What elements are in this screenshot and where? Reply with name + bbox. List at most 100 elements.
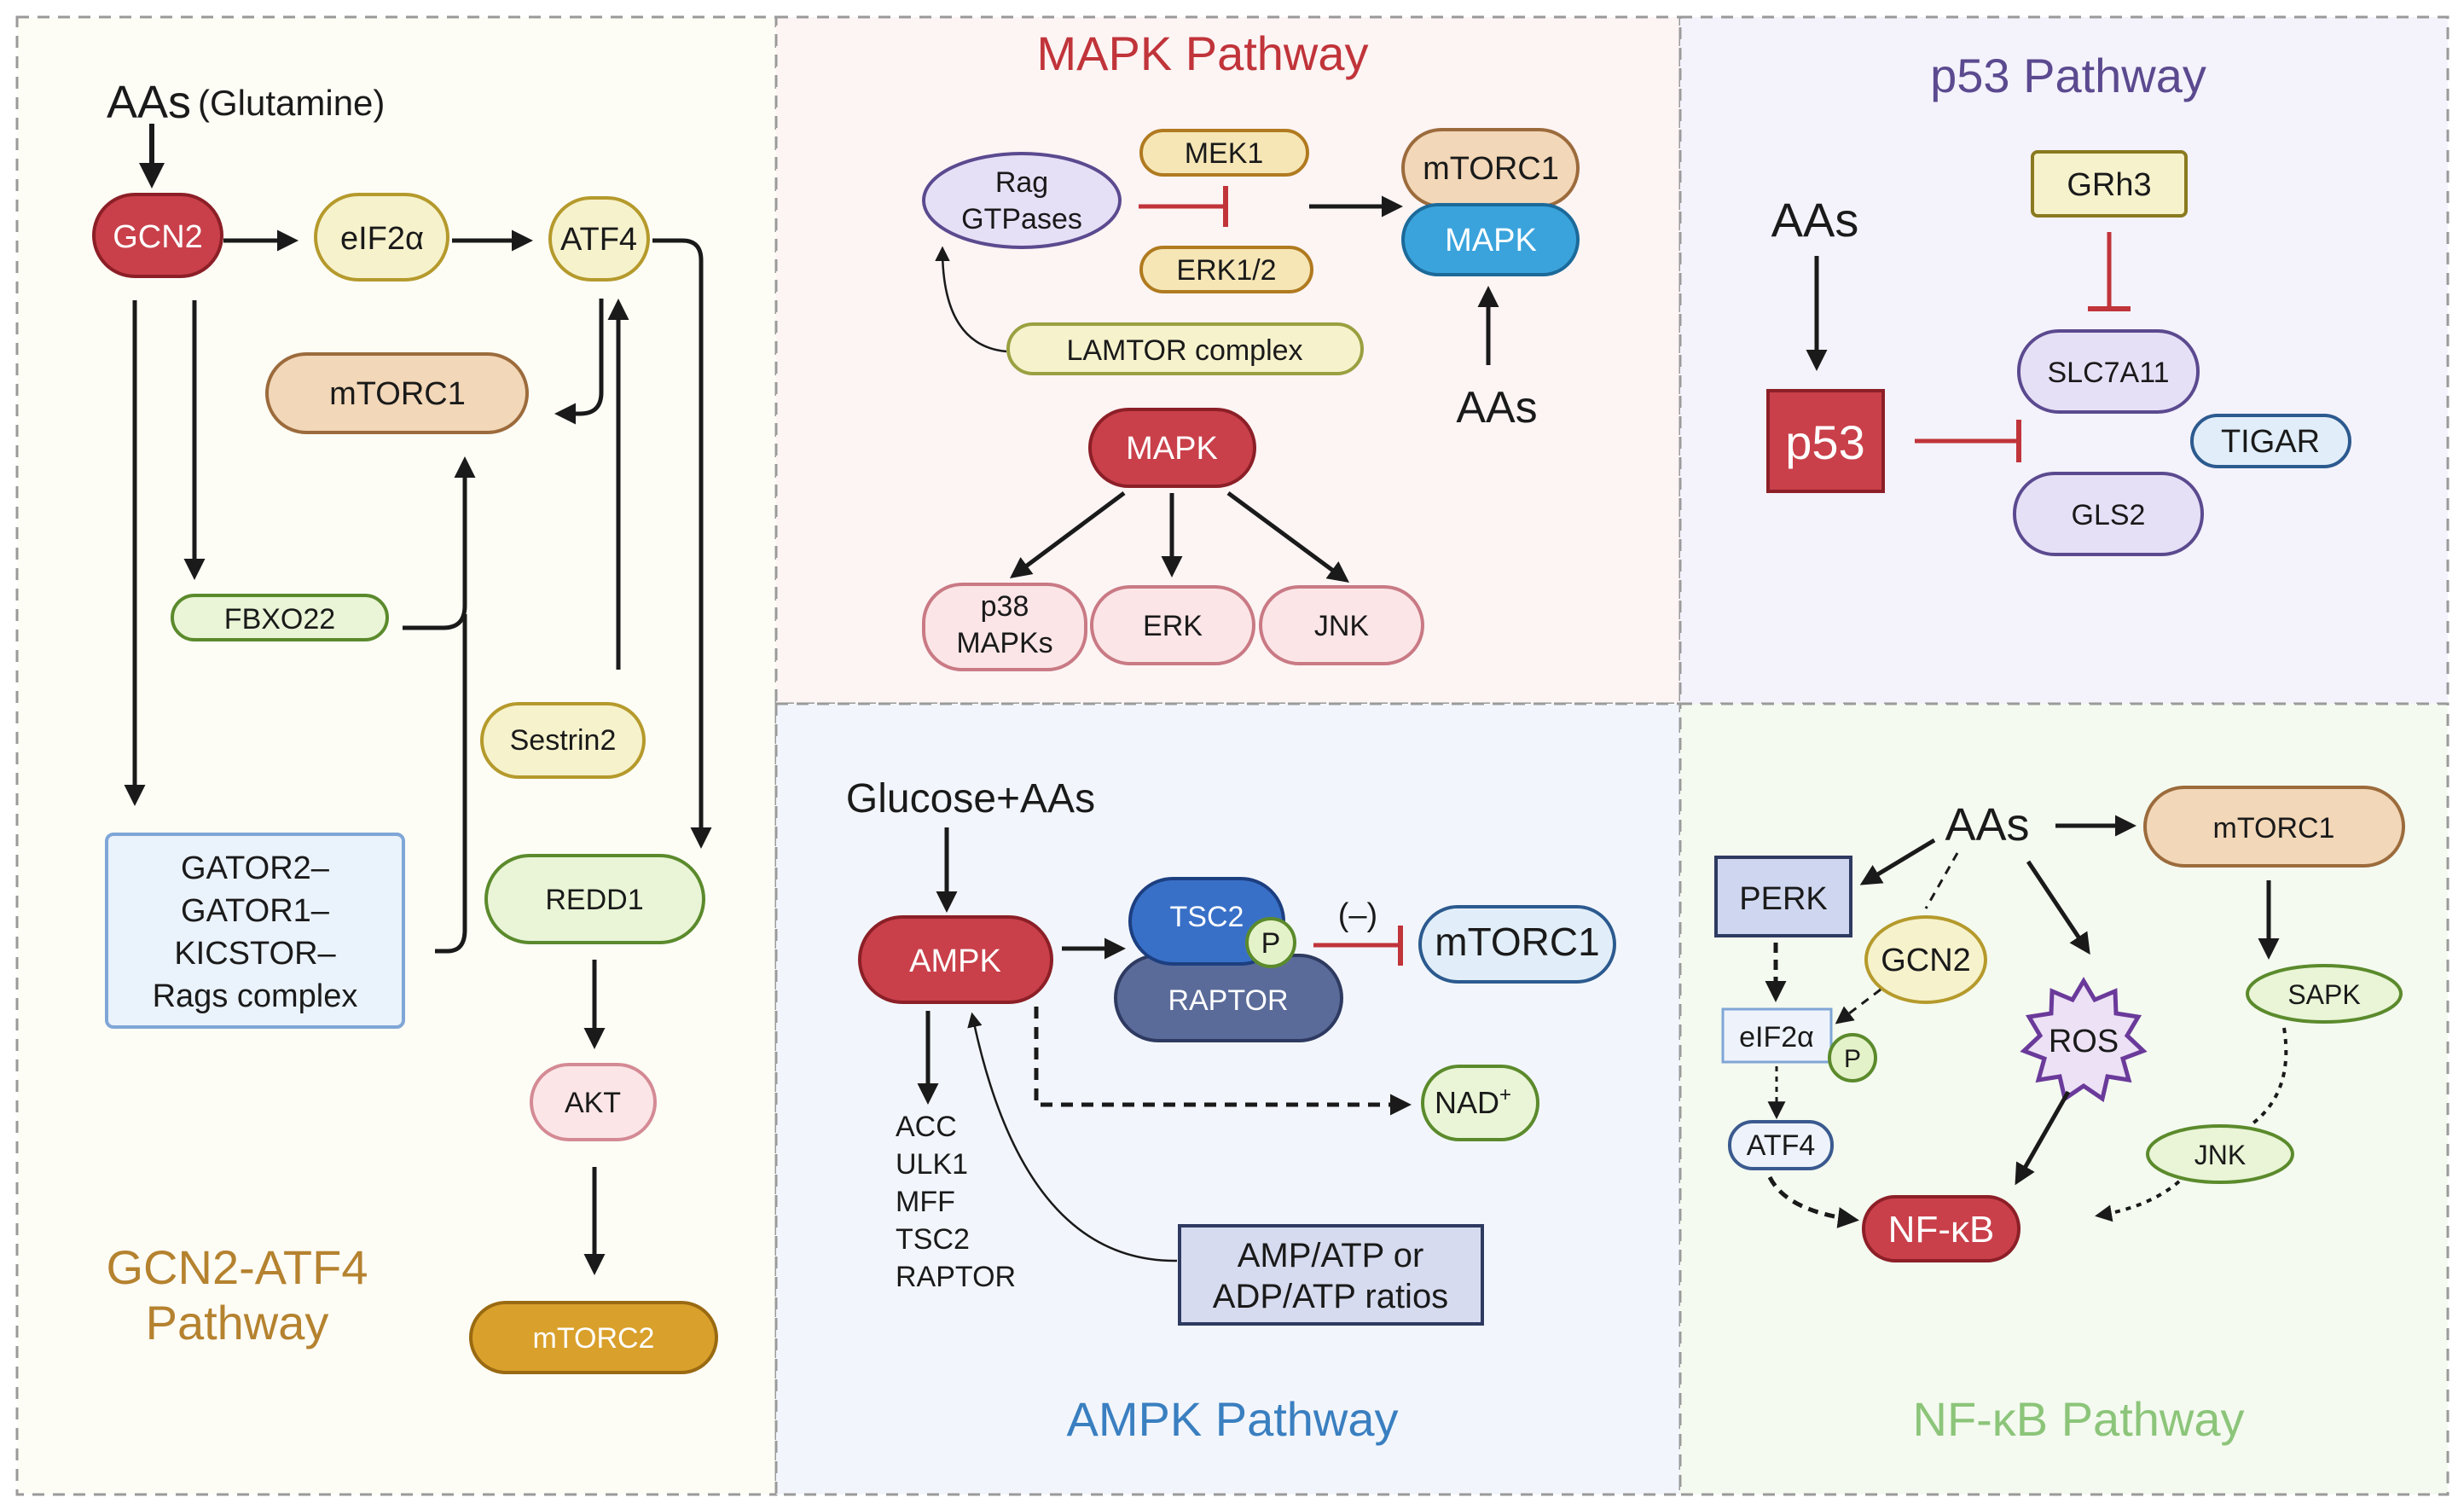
svg-text:Rag: Rag: [995, 166, 1048, 199]
svg-text:P: P: [1261, 927, 1281, 960]
gcn2-mtorc1-node: [265, 352, 529, 434]
nfkb-atf4-node: [1728, 1120, 1834, 1170]
svg-text:GCN2: GCN2: [1881, 943, 1971, 978]
nfkb-jnk-node: [2146, 1124, 2294, 1184]
svg-text:GCN2: GCN2: [113, 219, 203, 255]
nfkb-node: [1862, 1195, 2020, 1262]
gls2-node: [2013, 472, 2204, 556]
svg-text:JNK: JNK: [1314, 610, 1370, 642]
gcn2-panel-title-line2: Pathway: [146, 1296, 329, 1349]
mapk-red-node: [1088, 408, 1256, 488]
redd1-node: [484, 854, 705, 944]
gcn2-node: [92, 193, 223, 278]
svg-text:ERK: ERK: [1143, 610, 1203, 642]
svg-text:Sestrin2: Sestrin2: [510, 724, 617, 757]
svg-text:NAD+: NAD+: [1435, 1083, 1511, 1120]
svg-text:NF-κB: NF-κB: [1888, 1209, 1995, 1251]
svg-text:AKT: AKT: [565, 1087, 621, 1119]
svg-text:MAPKs: MAPKs: [956, 627, 1052, 659]
svg-text:TIGAR: TIGAR: [2221, 424, 2320, 460]
ampk-node: [858, 915, 1053, 1004]
svg-text:P: P: [1844, 1045, 1861, 1073]
eif2a-node: [314, 193, 449, 281]
svg-text:mTORC2: mTORC2: [533, 1322, 655, 1355]
nfkb-phospho-p: [1828, 1033, 1877, 1082]
svg-text:ADP/ATP ratios: ADP/ATP ratios: [1213, 1278, 1448, 1315]
svg-text:SLC7A11: SLC7A11: [2047, 357, 2169, 389]
svg-text:RAPTOR: RAPTOR: [1168, 984, 1288, 1017]
svg-text:KICSTOR–: KICSTOR–: [174, 936, 336, 972]
erk-node: [1090, 585, 1255, 665]
svg-text:GATOR2–: GATOR2–: [181, 850, 330, 886]
svg-text:GTPases: GTPases: [961, 203, 1082, 235]
ampk-panel: [774, 702, 1682, 1496]
mapk-blue-node: [1401, 203, 1580, 276]
mapk-aas-label: AAs: [1456, 383, 1537, 432]
svg-text:FBXO22: FBXO22: [224, 603, 335, 636]
nad-label: NAD: [1435, 1085, 1499, 1120]
nfkb-eif2a-node: [1721, 1007, 1833, 1064]
svg-text:ATF4: ATF4: [560, 222, 637, 258]
nfkb-panel-title: NF-κB Pathway: [1913, 1392, 2245, 1446]
perk-node: [1714, 856, 1852, 937]
svg-text:MEK1: MEK1: [1185, 137, 1264, 170]
lamtor-complex-node: [1006, 322, 1364, 375]
svg-text:JNK: JNK: [2194, 1140, 2246, 1170]
ampk-pathway: Glucose+AAs AMPK RAPTOR TSC2 P (–) mTORC…: [846, 776, 1616, 1446]
jnk-node: [1259, 585, 1424, 665]
svg-text:p53: p53: [1785, 415, 1864, 469]
fbxo22-node: [171, 594, 389, 641]
ampk-panel-title: AMPK Pathway: [1066, 1392, 1398, 1446]
svg-text:LAMTOR complex: LAMTOR complex: [1066, 334, 1302, 367]
gator-complex-node: [105, 833, 405, 1029]
p53-node: [1766, 389, 1885, 493]
nad-node: [1421, 1065, 1539, 1141]
mapk-panel-title: MAPK Pathway: [1036, 26, 1368, 80]
nfkb-aas-label: AAs: [1945, 799, 2029, 850]
ampk-mtorc1-node: [1418, 905, 1616, 984]
tigar-node: [2190, 414, 2351, 468]
sestrin2-node: [480, 702, 646, 779]
svg-text:mTORC1: mTORC1: [329, 376, 466, 412]
svg-text:TSC2: TSC2: [1170, 901, 1244, 933]
ampk-target-raptor: RAPTOR: [896, 1261, 1016, 1293]
rag-gtpases-node: [922, 152, 1122, 249]
svg-text:SAPK: SAPK: [2287, 979, 2360, 1010]
ampk-target-mff: MFF: [896, 1186, 955, 1218]
gcn2-atf4-pathway: AAs (Glutamine) GCN2 eIF2α ATF4 mTORC1 F…: [92, 77, 718, 1374]
svg-text:p38: p38: [981, 590, 1029, 623]
ros-node: [2020, 977, 2148, 1103]
p53-pathway: p53 Pathway AAs p53 GRh3 SLC7A11 TIGAR G…: [1766, 49, 2351, 556]
gcn2-input-glutamine: (Glutamine): [198, 83, 385, 123]
nfkb-pathway: AAs mTORC1 PERK GCN2 ROS eIF2α P A: [1714, 786, 2405, 1446]
svg-text:mTORC1: mTORC1: [2213, 812, 2335, 844]
p38-mapks-node: [922, 583, 1087, 671]
svg-text:GRh3: GRh3: [2067, 167, 2151, 203]
ampk-target-tsc2: TSC2: [896, 1223, 970, 1256]
p53-aas-label: AAs: [1771, 193, 1859, 247]
mapk-pathway: MAPK Pathway Rag GTPases MEK1 ERK1/2 mTO…: [922, 26, 1580, 671]
nfkb-mtorc1-node: [2143, 786, 2405, 868]
mtorc2-node: [469, 1301, 718, 1374]
svg-text:PERK: PERK: [1739, 881, 1827, 917]
svg-text:ROS: ROS: [2049, 1024, 2119, 1059]
ampk-glucose-label: Glucose+AAs: [846, 776, 1095, 821]
ampk-target-ulk1: ULK1: [896, 1148, 968, 1181]
svg-text:MAPK: MAPK: [1126, 431, 1218, 467]
svg-text:GATOR1–: GATOR1–: [181, 893, 330, 929]
gcn2-input-aas: AAs: [107, 77, 191, 128]
slc7a11-node: [2017, 329, 2200, 414]
sapk-node: [2246, 964, 2403, 1024]
svg-text:eIF2α: eIF2α: [340, 221, 424, 257]
erk12-node: [1139, 246, 1313, 293]
p53-panel-title: p53 Pathway: [1930, 49, 2206, 102]
nad-superscript: +: [1499, 1083, 1511, 1106]
akt-node: [530, 1063, 657, 1141]
mek1-node: [1139, 129, 1309, 177]
svg-text:GLS2: GLS2: [2072, 499, 2146, 531]
nfkb-gcn2-node: [1864, 915, 1987, 1004]
svg-text:mTORC1: mTORC1: [1423, 151, 1559, 187]
svg-text:ERK1/2: ERK1/2: [1176, 254, 1276, 287]
svg-text:MAPK: MAPK: [1445, 223, 1537, 258]
